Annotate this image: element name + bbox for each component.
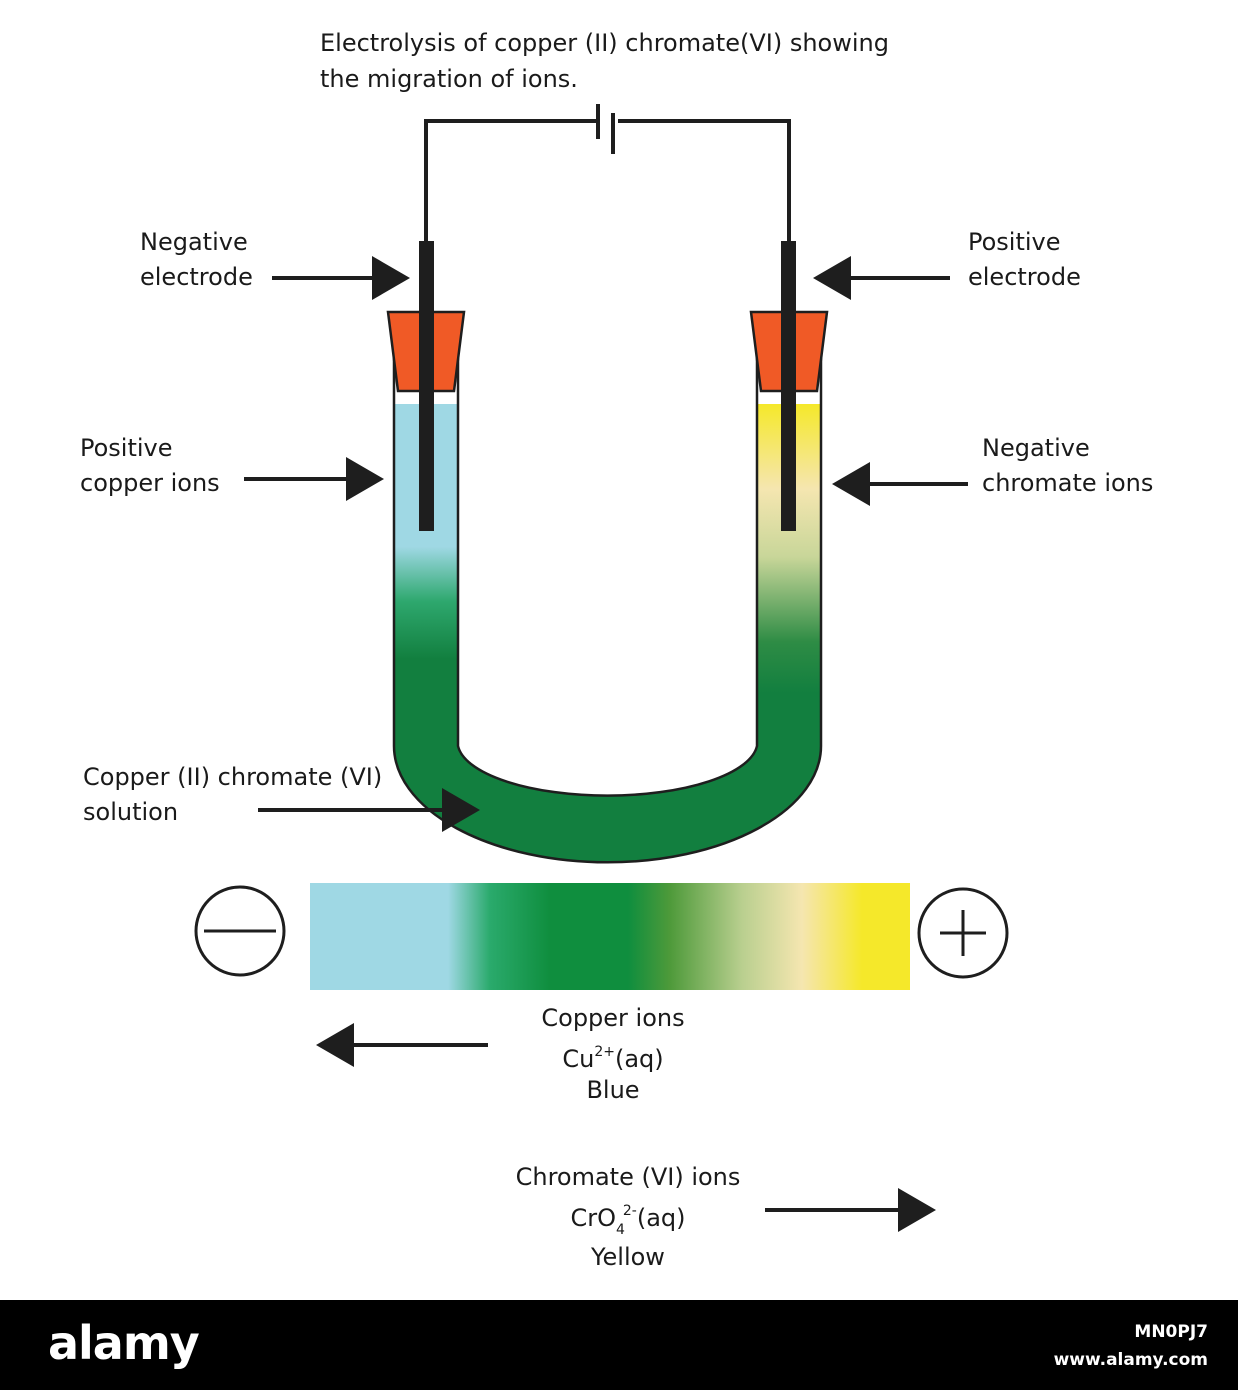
copper-ions-color: Blue	[586, 1076, 639, 1104]
watermark-image-id: MN0PJ7	[1134, 1322, 1208, 1342]
watermark-site: www.alamy.com	[1053, 1350, 1208, 1370]
negative-electrode-label-1: Negative	[140, 228, 248, 256]
solution-label-2: solution	[83, 798, 178, 826]
chromate-ions-name: Chromate (VI) ions	[516, 1163, 741, 1191]
watermark-logo: alamy	[48, 1316, 200, 1370]
copper-ions-name: Copper ions	[541, 1004, 684, 1032]
copper-ions-direction-arrow	[316, 1023, 488, 1067]
title-line-1: Electrolysis of copper (II) chromate(VI)…	[320, 29, 889, 57]
title-line-2: the migration of ions.	[320, 65, 578, 93]
chromate-ions-formula: CrO42-(aq)	[570, 1203, 685, 1238]
positive-copper-ions-label-2: copper ions	[80, 469, 220, 497]
positive-terminal-symbol	[917, 887, 1009, 979]
chromate-ions-color: Yellow	[590, 1243, 665, 1271]
u-tube-glass-outline	[392, 342, 823, 864]
negative-electrode-rod	[419, 241, 434, 531]
ion-migration-color-bar	[310, 883, 910, 990]
positive-electrode-label-1: Positive	[968, 228, 1061, 256]
positive-electrode-label-2: electrode	[968, 263, 1081, 291]
chromate-ions-direction-arrow	[765, 1188, 936, 1232]
electrolysis-diagram: Electrolysis of copper (II) chromate(VI)…	[80, 29, 1153, 1271]
positive-copper-ions-arrow	[244, 457, 384, 501]
negative-chromate-ions-label-1: Negative	[982, 434, 1090, 462]
negative-terminal-symbol	[194, 885, 286, 977]
negative-electrode-arrow	[272, 256, 410, 300]
watermark-footer: alamy MN0PJ7 www.alamy.com	[0, 1300, 1238, 1390]
negative-chromate-ions-label-2: chromate ions	[982, 469, 1153, 497]
negative-electrode-label-2: electrode	[140, 263, 253, 291]
negative-chromate-ions-arrow	[832, 462, 968, 506]
solution-label-1: Copper (II) chromate (VI)	[83, 763, 382, 791]
positive-electrode-arrow	[813, 256, 950, 300]
u-bend-solution	[394, 738, 821, 863]
positive-electrode-rod	[781, 241, 796, 531]
copper-ions-formula: Cu2+(aq)	[562, 1044, 663, 1073]
positive-copper-ions-label-1: Positive	[80, 434, 173, 462]
u-tube	[392, 342, 823, 864]
circuit-wire	[424, 119, 791, 245]
solution-arrow	[258, 788, 480, 832]
